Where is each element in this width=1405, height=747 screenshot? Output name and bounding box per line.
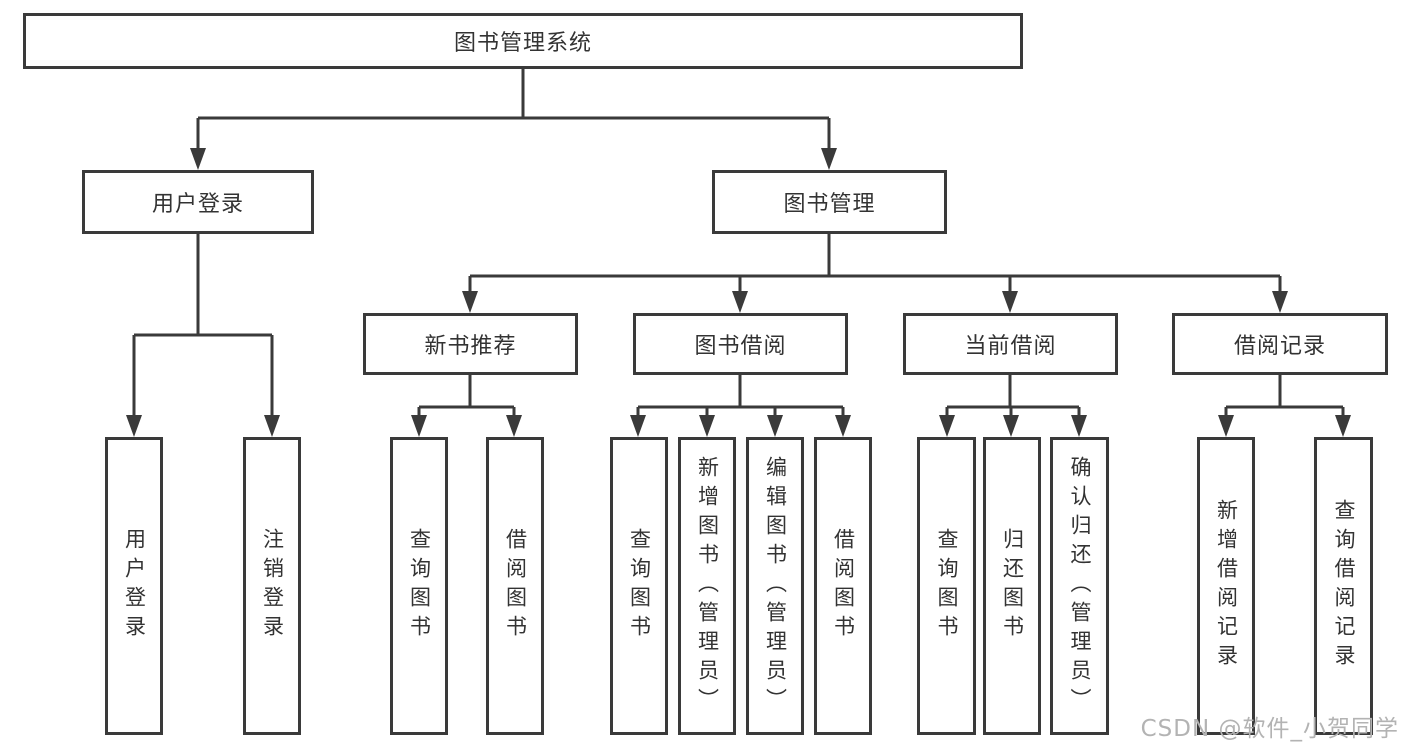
node-label: 用户登录 [151, 192, 244, 217]
leaf-user-login: 用户登录 [105, 437, 163, 735]
csdn-watermark: CSDN @软件_小贺同学 [1140, 716, 1399, 742]
leaf-borrow-books: 借阅图书 [814, 437, 872, 735]
leaf-query-books-recommend: 查询图书 [390, 437, 448, 735]
leaf-return-books: 归还图书 [983, 437, 1041, 735]
node-new-book-recommend: 新书推荐 [363, 313, 578, 375]
node-current-borrowing: 当前借阅 [903, 313, 1118, 375]
node-root-system: 图书管理系统 [23, 13, 1023, 69]
leaf-query-borrow-record: 查询借阅记录 [1314, 437, 1373, 735]
leaf-query-books-borrowing: 查询图书 [610, 437, 668, 735]
node-label: 图书借阅 [694, 334, 787, 359]
node-label: 借阅记录 [1233, 334, 1326, 359]
node-book-borrowing: 图书借阅 [633, 313, 848, 375]
node-user-login: 用户登录 [82, 170, 314, 234]
leaf-query-books-current: 查询图书 [917, 437, 976, 735]
leaf-add-borrow-record: 新增借阅记录 [1197, 437, 1255, 735]
node-label: 当前借阅 [964, 334, 1057, 359]
node-label: 图书管理 [783, 192, 876, 217]
node-borrowing-records: 借阅记录 [1172, 313, 1388, 375]
leaf-confirm-return-admin: 确认归还（管理员） [1050, 437, 1109, 735]
leaf-add-books-admin: 新增图书（管理员） [678, 437, 736, 735]
node-label: 新书推荐 [424, 334, 517, 359]
node-label: 图书管理系统 [453, 31, 592, 56]
leaf-borrow-books-recommend: 借阅图书 [486, 437, 544, 735]
leaf-logout: 注销登录 [243, 437, 301, 735]
node-book-management: 图书管理 [712, 170, 947, 234]
leaf-edit-books-admin: 编辑图书（管理员） [746, 437, 804, 735]
